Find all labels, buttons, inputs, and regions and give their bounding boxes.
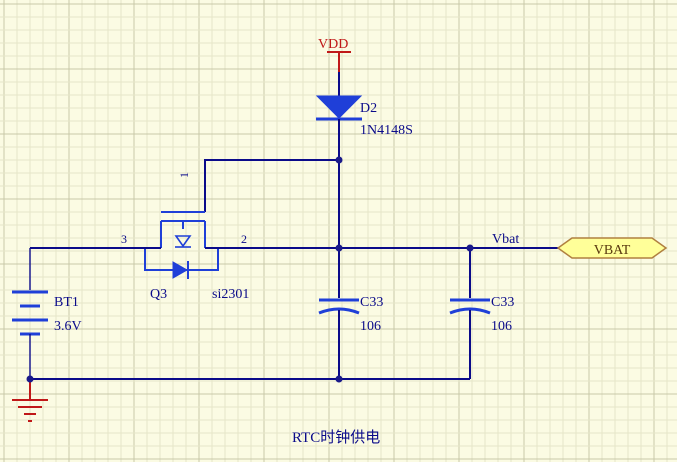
vdd-label: VDD [318, 37, 348, 52]
gate-wire [204, 159, 339, 212]
cap-left-value: 106 [360, 319, 381, 334]
port-vbat: VBAT [556, 237, 668, 259]
battery-bt1: BT1 3.6V [12, 290, 82, 336]
cap-right-value: 106 [491, 319, 512, 334]
gate-pin-number: 1 [177, 172, 191, 178]
capacitor-c33-right: C33 106 [449, 248, 514, 379]
drain-pin-number: 2 [241, 232, 247, 246]
ground-symbol [12, 379, 48, 422]
diode-value: 1N4148S [360, 123, 413, 138]
junction-dot [335, 375, 343, 383]
junction-dot [26, 375, 34, 383]
mosfet-value: si2301 [212, 287, 249, 302]
cap-left-ref: C33 [360, 295, 383, 310]
diode-ref: D2 [360, 101, 377, 116]
source-pin-number: 3 [121, 232, 127, 246]
vdd-power-symbol: VDD [318, 37, 351, 72]
net-label-vbat: Vbat [492, 232, 519, 247]
mosfet-ref: Q3 [150, 287, 167, 302]
mosfet-q3: 1 3 2 Q3 si2301 [121, 172, 249, 302]
battery-ref: BT1 [54, 295, 79, 310]
battery-value: 3.6V [54, 319, 82, 334]
capacitor-c33-left: C33 106 [318, 248, 383, 379]
schematic-caption: RTC时钟供电 [292, 429, 380, 446]
junction-dot [466, 244, 474, 252]
junction-dot [335, 156, 343, 164]
cap-right-ref: C33 [491, 295, 514, 310]
diode-d2: D2 1N4148S [315, 72, 413, 248]
port-label: VBAT [594, 243, 631, 258]
junction-dot [335, 244, 343, 252]
